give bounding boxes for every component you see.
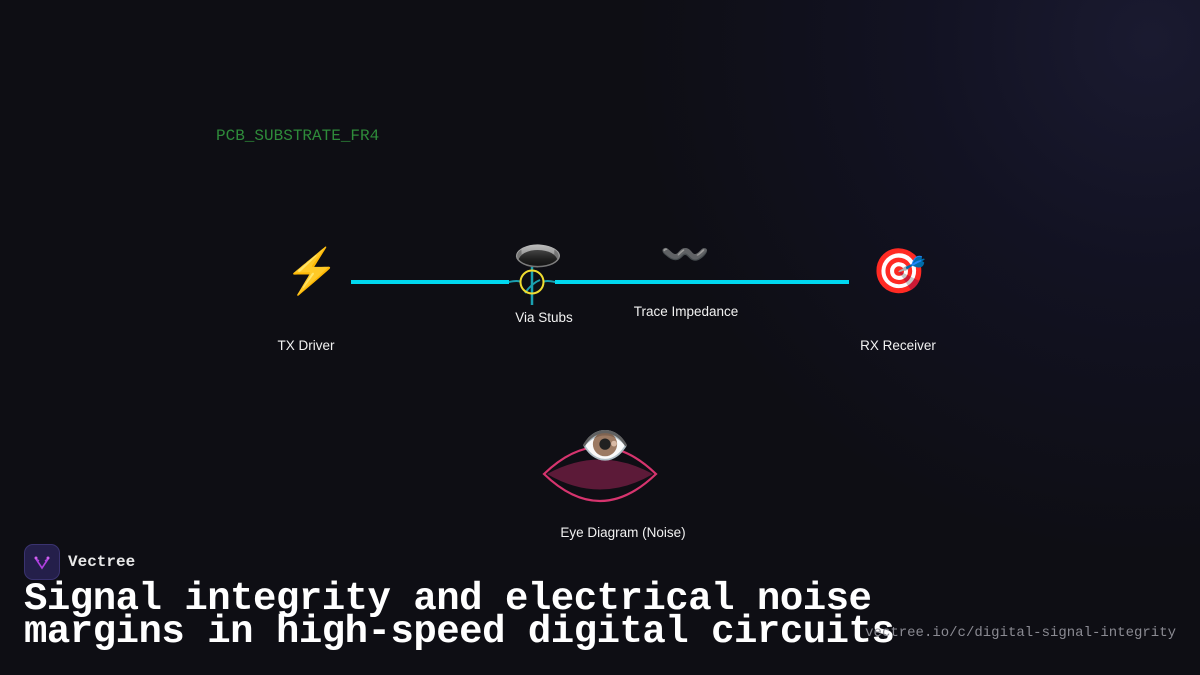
eye-icon: 👁️ (580, 424, 630, 468)
node-label-trace-impedance: Trace Impedance (633, 304, 739, 319)
node-label-eye-diagram: Eye Diagram (Noise) (560, 525, 686, 540)
node-label-rx-receiver: RX Receiver (860, 338, 936, 353)
source-url[interactable]: vectree.io/c/digital-signal-integrity (865, 625, 1176, 641)
brand: Vectree (24, 544, 135, 580)
eye-opening (547, 459, 653, 490)
node-label-via-stubs: Via Stubs (515, 310, 573, 325)
eye-outline (542, 445, 658, 503)
brand-name: Vectree (68, 553, 136, 571)
logo-mark-icon (34, 556, 50, 570)
title-line-1: Signal integrity and electrical noise (24, 577, 872, 621)
title-line-2: margins in high-speed digital circuits (24, 610, 895, 654)
wavy-dash-icon: 〰️ (660, 233, 710, 277)
node-label-tx-driver: TX Driver (277, 338, 335, 353)
page-title: Signal integrity and electrical noise ma… (24, 577, 895, 654)
via-ring (519, 269, 545, 295)
target-icon: 🎯 (871, 247, 927, 296)
substrate-label: PCB_SUBSTRATE_FR4 (216, 127, 380, 145)
hole-icon: 🕳️ (513, 228, 563, 272)
lightning-icon: ⚡ (284, 247, 340, 296)
vectree-logo (24, 544, 60, 580)
